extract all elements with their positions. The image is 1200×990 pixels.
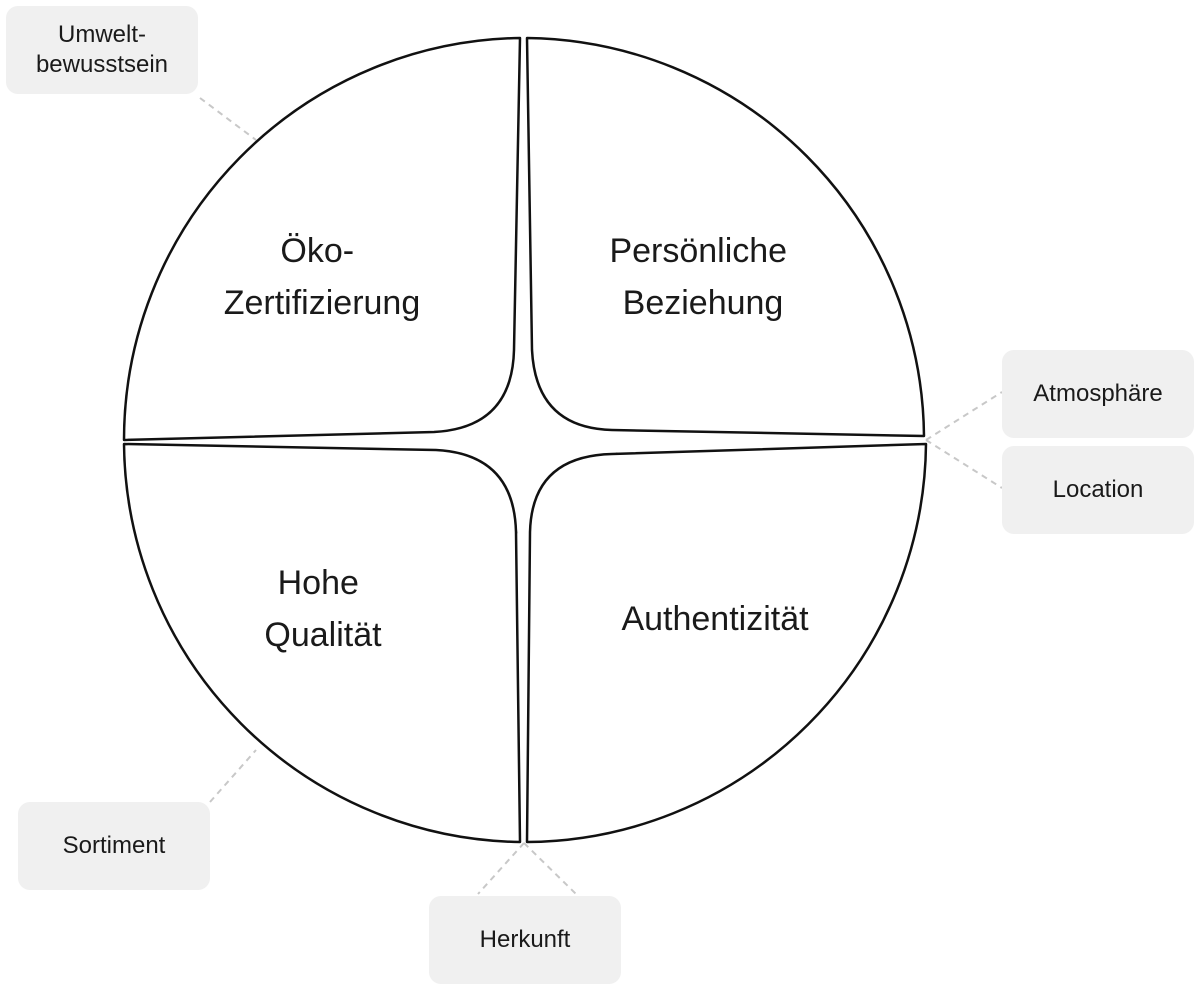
connector-atmosphaere [925, 391, 1003, 441]
label-oeko-zertifizierung: Öko- Zertifizierung [224, 232, 421, 322]
box-atmosphaere: Atmosphäre [1002, 350, 1194, 438]
umweltbewusstsein-line-1: Umwelt- [58, 21, 146, 48]
herkunft-label: Herkunft [479, 926, 571, 953]
location-label: Location [1052, 476, 1144, 503]
quadrants [122, 36, 928, 844]
umweltbewusstsein-line-2: bewusstsein [35, 51, 169, 78]
box-location: Location [1002, 446, 1194, 534]
quadrant-bottom-left [122, 442, 522, 844]
quadrant-bottom-right [525, 442, 928, 844]
connector-herkunft-left [477, 842, 525, 895]
connector-herkunft-right [523, 842, 577, 895]
box-sortiment: Sortiment [18, 802, 210, 890]
connector-lines [199, 97, 1003, 895]
connector-umweltbewusstsein [199, 97, 257, 141]
connector-sortiment [209, 749, 257, 803]
box-umweltbewusstsein: Umwelt- bewusstsein [6, 6, 198, 94]
box-herkunft: Herkunft [429, 896, 621, 984]
sortiment-label: Sortiment [62, 832, 166, 859]
label-authentizitaet: Authentizität [621, 600, 809, 638]
label-persoenliche-beziehung: Persönliche Beziehung [609, 232, 796, 322]
connector-location [925, 439, 1003, 489]
label-hohe-qualitaet: Hohe Qualität [264, 564, 382, 654]
atmosphaere-label: Atmosphäre [1033, 380, 1163, 407]
quadrant-top-left [122, 36, 522, 442]
quadrant-top-right [525, 36, 926, 438]
